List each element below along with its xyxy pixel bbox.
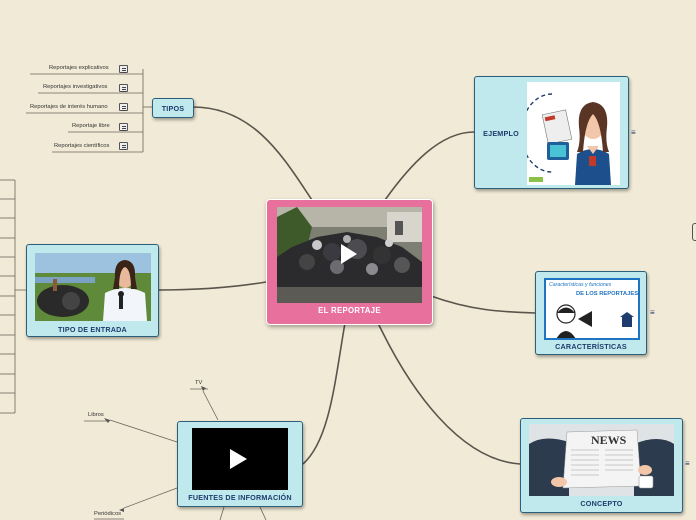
caracteristicas-image-text-top: Características y funciones — [549, 282, 612, 288]
caracteristicas-node[interactable]: Características y funciones DE LOS REPOR… — [535, 271, 655, 355]
caracteristicas-label: CARACTERÍSTICAS — [555, 342, 627, 351]
video-player[interactable] — [192, 428, 288, 490]
central-topic-node[interactable]: EL REPORTAJE — [266, 199, 433, 325]
fuente-item-libros[interactable]: Libros — [88, 412, 104, 418]
note-icon[interactable] — [119, 123, 128, 131]
ejemplo-label: EJEMPLO — [483, 129, 519, 138]
concepto-label: CONCEPTO — [580, 499, 623, 508]
note-icon[interactable]: ≡ — [631, 128, 636, 137]
note-icon[interactable] — [119, 65, 128, 73]
concepto-node[interactable]: NEWS CONCEPTO ≡ — [520, 418, 690, 513]
note-icon[interactable]: ≡ — [685, 459, 690, 468]
tipo-item-investigativos[interactable]: Reportajes investigativos — [43, 84, 108, 90]
tipo-item-cientificos[interactable]: Reportajes científicos — [54, 143, 110, 149]
tipo-entrada-node[interactable]: TIPO DE ENTRADA — [26, 244, 159, 337]
fuente-item-tv[interactable]: TV — [195, 380, 203, 386]
note-icon[interactable]: ≡ — [650, 308, 655, 317]
caracteristicas-image: Características y funciones DE LOS REPOR… — [544, 278, 640, 340]
tipos-node[interactable]: TIPOS — [152, 98, 194, 118]
reporter-photo — [35, 253, 151, 321]
concepto-image-text: NEWS — [591, 433, 627, 447]
tipo-entrada-label: TIPO DE ENTRADA — [58, 325, 127, 334]
central-title: EL REPORTAJE — [318, 306, 381, 315]
fuentes-label: FUENTES DE INFORMACIÓN — [188, 493, 292, 502]
reporter-illustration — [527, 82, 620, 185]
note-icon[interactable] — [119, 142, 128, 150]
tipo-item-explicativos[interactable]: Reportajes explicativos — [49, 65, 109, 71]
tipos-label: TIPOS — [161, 104, 185, 113]
tipo-item-interes-humano[interactable]: Reportajes de interés humano — [30, 104, 108, 110]
fuentes-node[interactable]: FUENTES DE INFORMACIÓN — [177, 421, 303, 507]
tipo-item-libre[interactable]: Reportaje libre — [72, 123, 110, 129]
fuente-item-periodicos[interactable]: Periódicos — [94, 511, 122, 517]
offscreen-node-edge[interactable] — [692, 223, 696, 241]
caracteristicas-image-text-main: DE LOS REPORTAJES — [576, 291, 639, 297]
speaker-illustration — [556, 304, 634, 338]
ejemplo-node[interactable]: EJEMPLO ≡ — [474, 76, 636, 189]
newspaper-photo — [529, 424, 674, 496]
note-icon[interactable] — [119, 84, 128, 92]
note-icon[interactable] — [119, 103, 128, 111]
